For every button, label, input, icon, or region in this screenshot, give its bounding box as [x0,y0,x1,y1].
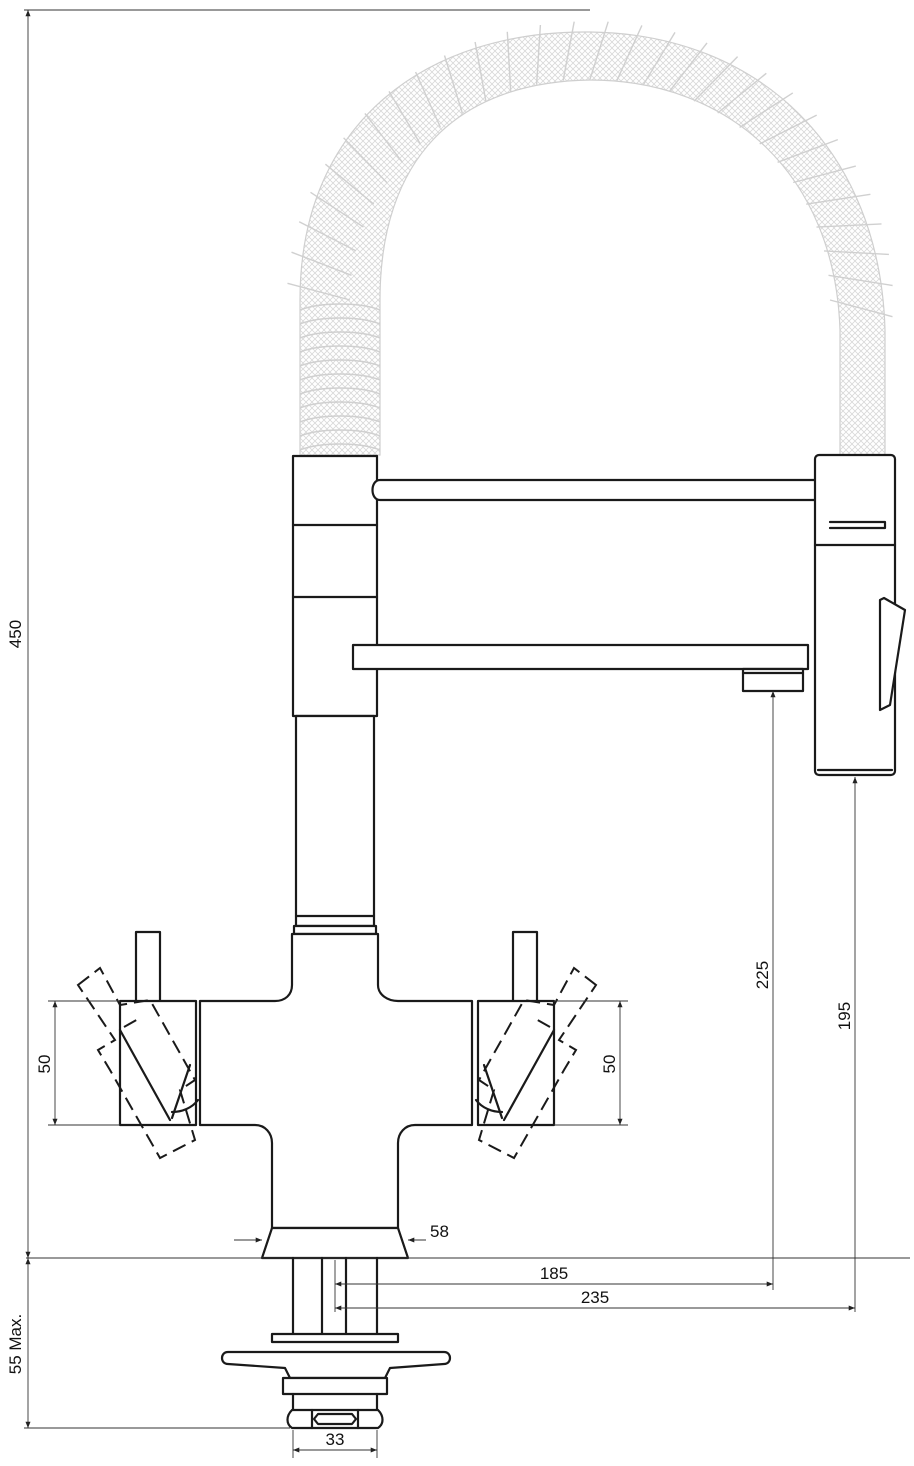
support-bar [371,478,824,502]
hose-coil [562,21,575,81]
hose-coil [806,193,871,205]
hose-coil [823,250,889,256]
hose-coil [299,443,381,451]
hose-coil [310,191,364,228]
hose-coil [717,72,767,114]
hose-coil [388,91,421,145]
left-handle [76,930,200,1160]
hose-coil [364,112,403,163]
hose-coil [299,359,381,367]
dim-total-height: 450 [6,620,25,648]
hose-coil [299,317,381,325]
fixed-spout [351,643,810,693]
hose-coil [298,221,357,252]
hose-coil [506,31,512,92]
hose-coil [299,373,381,381]
spring-hose [287,21,893,456]
hose-coil [291,251,352,276]
hose-coil [693,56,739,102]
hose-coil [642,32,676,86]
hose-coil [474,41,487,102]
hose-coil [324,163,375,205]
hose-coil [616,25,643,81]
hose-coil [414,71,442,128]
hose-coil [829,299,893,318]
dim-spout-height: 225 [753,961,772,989]
faucet-column [291,454,379,936]
right-handle [474,930,598,1160]
mounting-hardware [26,1256,910,1430]
hose-coil [777,138,839,163]
dimension-lines [24,9,858,1458]
hose-coil [299,387,381,395]
hose-coil [299,415,381,423]
hose-coil [443,55,463,114]
dim-shank-width: 33 [326,1430,345,1449]
mixer-body [198,932,474,1260]
dimension-labels: 450 55 Max. 50 50 225 195 58 185 235 33 [6,620,854,1449]
hose-coil [299,331,381,339]
hose-coil [343,137,388,183]
hose-coil [299,401,381,409]
hose-coil [535,24,542,85]
hose-coil [828,274,893,287]
dim-spray-height: 195 [835,1002,854,1030]
dim-lever-left: 50 [35,1055,54,1074]
hose-coil [668,42,708,93]
hose-coil [816,223,882,228]
hose-coil [739,92,794,128]
dim-lever-right: 50 [600,1055,619,1074]
hose-coil [759,114,818,145]
spray-head [813,453,907,777]
dim-spout-reach: 185 [540,1264,568,1283]
hose-coil [299,429,381,437]
hose-coil [299,345,381,353]
hose-coil [299,303,381,311]
dim-base-width: 58 [430,1222,449,1241]
hose-coil [793,165,856,184]
hose-coil [589,21,609,80]
dim-base-depth: 55 Max. [6,1314,25,1374]
dim-spray-reach: 235 [581,1288,609,1307]
hose-coil [287,282,351,301]
